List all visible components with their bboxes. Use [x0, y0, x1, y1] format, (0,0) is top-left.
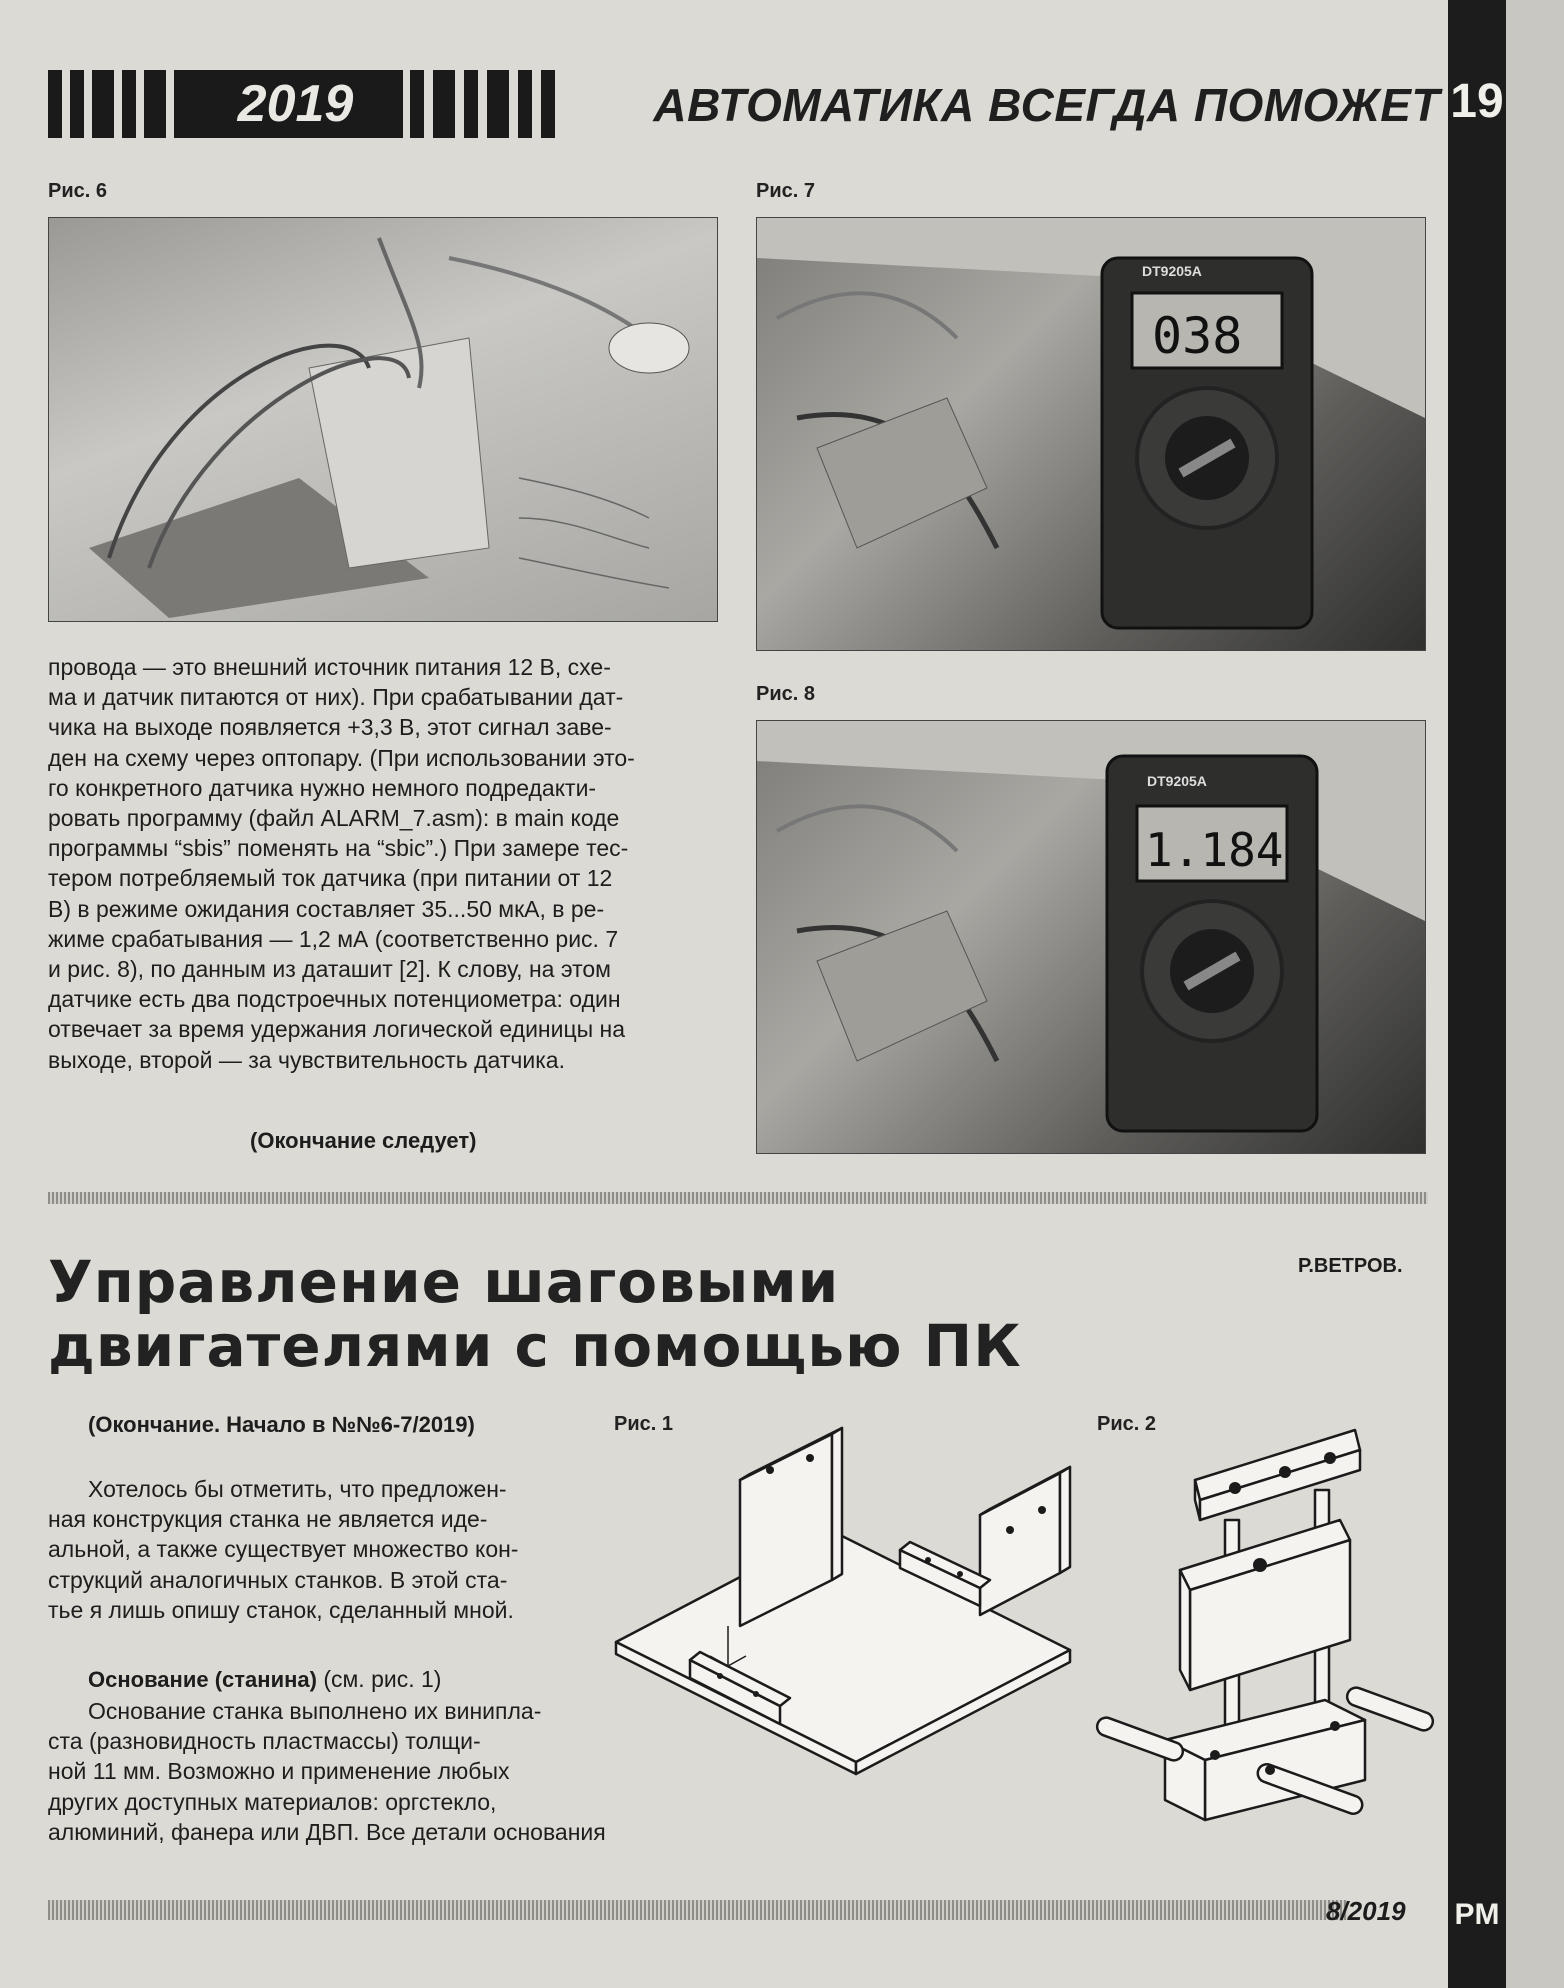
article1-line: датчике есть два подстроечных потенциоме… [48, 986, 621, 1013]
article1-ending: (Окончание следует) [250, 1128, 477, 1153]
footer-rule [48, 1900, 1348, 1920]
article1-body: провода — это внешний источник питания 1… [48, 652, 716, 1075]
article2-para2-line: других доступных материалов: оргстекло, [48, 1788, 497, 1815]
article2-para2-line: ста (разновидность пластмассы) толщи- [48, 1728, 481, 1755]
article2-subhead-row: Основание (станина) (см. рис. 1) [88, 1666, 441, 1693]
article2-para2-line: ной 11 мм. Возможно и применение любых [48, 1758, 510, 1785]
article2-para1-line: альной, а также существует множество кон… [48, 1536, 519, 1563]
header-decor-bars-right [410, 70, 555, 138]
header-band [48, 70, 1448, 138]
article2-para2: Основание станка выполнено их винипла- с… [48, 1696, 716, 1847]
footer-magazine: PM [1454, 1898, 1500, 1931]
photo-multimeter-standby: DT9205A 038 [756, 217, 1426, 651]
article2-para1: Хотелось бы отметить, что предложен- ная… [48, 1474, 716, 1625]
meter-model-label-8: DT9205A [1147, 773, 1207, 789]
article2-para2-line: Основание станка выполнено их винипла- [88, 1698, 542, 1724]
year-box [188, 70, 403, 138]
photo-multimeter-triggered: DT9205A 1.184 [756, 720, 1426, 1154]
article2-title-line1: Управление шаговыми [48, 1248, 840, 1316]
meter-reading-7: 038 [1152, 307, 1242, 365]
article1-line: и рис. 8), по данным из даташит [2]. К с… [48, 956, 611, 983]
article2-para1-line: ная конструкция станка не является иде- [48, 1506, 488, 1533]
article2-para1-line: Хотелось бы отметить, что предложен- [88, 1476, 507, 1502]
article1-line: провода — это внешний источник питания 1… [48, 654, 611, 680]
article2-title: Управление шаговыми двигателями с помощь… [48, 1250, 1288, 1378]
caption-fig8: Рис. 8 [756, 683, 815, 705]
article2-author: Р.ВЕТРОВ. [1298, 1255, 1403, 1277]
caption-fig6: Рис. 6 [48, 180, 107, 202]
caption-fig1: Рис. 1 [614, 1413, 673, 1435]
article2-title-line2: двигателями с помощью ПК [48, 1312, 1022, 1380]
article1-line: чика на выходе появляется +3,3 В, этот с… [48, 714, 612, 741]
photo-multimeter-triggered-drawing: DT9205A 1.184 [757, 721, 1425, 1133]
article2-subhead-ref: (см. рис. 1) [323, 1666, 442, 1692]
article1-line: отвечает за время удержания логической е… [48, 1016, 626, 1043]
section-title: АВТОМАТИКА ВСЕГДА ПОМОЖЕТ [653, 79, 1440, 131]
photo-multimeter-standby-drawing: DT9205A 038 [757, 218, 1425, 630]
header-decor-bars [48, 70, 1448, 138]
article1-line: программы “sbis” поменять на “sbic”.) Пр… [48, 835, 629, 862]
caption-fig2: Рис. 2 [1097, 1413, 1156, 1435]
article2-continuation: (Окончание. Начало в №№6-7/2019) [88, 1412, 475, 1437]
drawing-carriage-svg [1095, 1428, 1435, 1822]
article-divider [48, 1192, 1428, 1204]
article1-line: выходе, второй — за чувствительность дат… [48, 1046, 565, 1073]
article2-para1-line: тье я лишь опишу станок, сделанный мной. [48, 1596, 514, 1623]
article1-line: ден на схему через оптопару. (При исполь… [48, 744, 635, 771]
drawing-machine-base [610, 1410, 1080, 1820]
footer-issue: 8/2019 [1326, 1896, 1406, 1926]
article2-subhead: Основание (станина) [88, 1667, 317, 1692]
article1-line: го конкретного датчика нужно немного под… [48, 774, 597, 801]
article2-para2-line: алюминий, фанера или ДВП. Все детали осн… [48, 1818, 606, 1845]
article1-line: тером потребляемый ток датчика (при пита… [48, 865, 613, 892]
side-bar [1448, 0, 1506, 1988]
article1-line: В) в режиме ожидания составляет 35...50 … [48, 895, 605, 922]
photo-breadboard-sensor-drawing [89, 237, 690, 618]
caption-fig7: Рис. 7 [756, 180, 815, 202]
meter-model-label-7: DT9205A [1142, 263, 1202, 279]
header-year: 2019 [237, 75, 354, 133]
page-number: 19 [1450, 75, 1504, 128]
article1-line: ма и датчик питаются от них). При срабат… [48, 684, 624, 711]
page-margin [1506, 0, 1564, 1988]
article2-para1-line: струкций аналогичных станков. В этой ста… [48, 1566, 508, 1593]
article1-line: жиме срабатывания — 1,2 мА (соответствен… [48, 925, 619, 952]
drawing-carriage [1095, 1410, 1435, 1840]
meter-reading-8: 1.184 [1145, 823, 1283, 877]
drawing-machine-base-svg [614, 1426, 1072, 1776]
photo-breadboard-sensor [48, 217, 718, 622]
article1-line: ровать программу (файл ALARM_7.asm): в m… [48, 805, 620, 832]
